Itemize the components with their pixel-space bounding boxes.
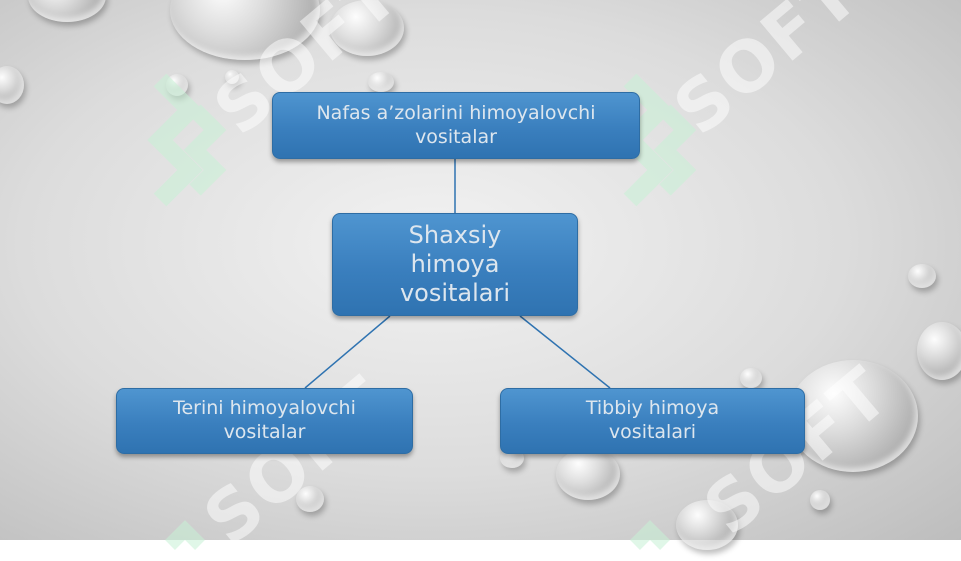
water-drop [740, 368, 762, 388]
node-label: Nafas a’zolarini himoyalovchi vositalar [316, 101, 596, 148]
water-drop [296, 486, 324, 512]
water-drop [368, 72, 394, 92]
water-drop [788, 360, 918, 472]
node-label: Shaxsiy himoya vositalari [399, 221, 511, 307]
connector-center-left [304, 315, 391, 389]
node-personal-protection: Shaxsiy himoya vositalari [332, 213, 578, 316]
water-drop [330, 0, 404, 56]
water-drop [28, 0, 106, 22]
node-label: Tibbiy himoya vositalari [585, 397, 720, 443]
water-drop [908, 264, 936, 288]
water-drop [225, 70, 239, 84]
connector-center-right [519, 315, 611, 389]
node-skin-protection: Terini himoyalovchi vositalar [116, 388, 413, 454]
ss-logo-icon [147, 73, 227, 207]
node-label: Terini himoyalovchi vositalar [173, 397, 356, 443]
node-medical-protection: Tibbiy himoya vositalari [500, 388, 805, 454]
connector-layer [304, 158, 611, 389]
water-drop [810, 490, 830, 510]
water-drop [556, 448, 620, 500]
node-respiratory-protection: Nafas a’zolarini himoyalovchi vositalar [272, 92, 640, 159]
water-drop [917, 322, 961, 380]
